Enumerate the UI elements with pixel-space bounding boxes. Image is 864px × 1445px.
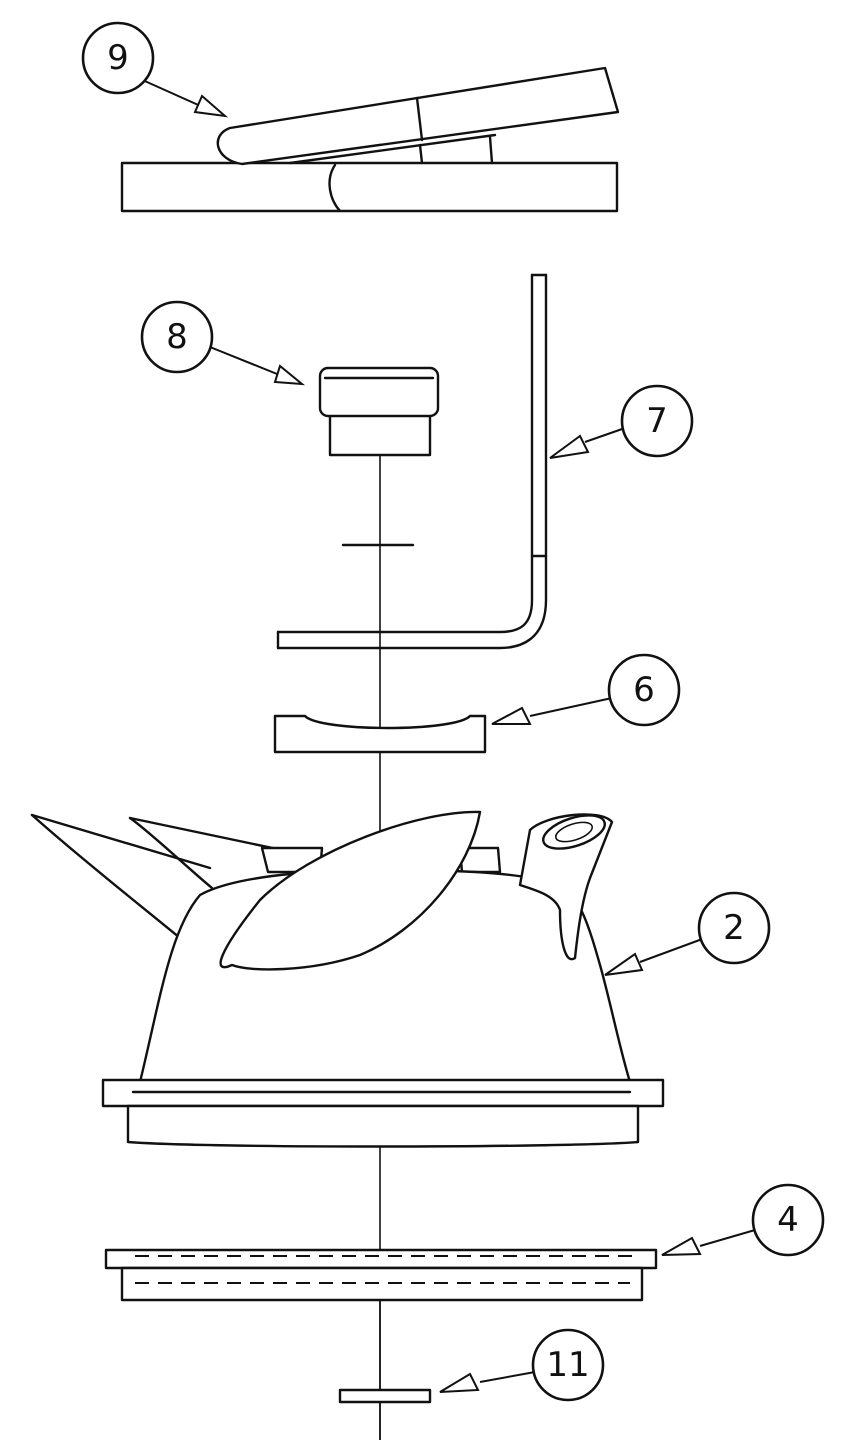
part-11-washer <box>338 1388 432 1404</box>
callout-9: 9 <box>81 21 229 118</box>
part-2-housing <box>30 810 665 1148</box>
part-7-l-rod <box>276 273 548 650</box>
callout-6-label: 6 <box>633 670 655 710</box>
callout-7-label: 7 <box>646 401 668 441</box>
part-6-saddle <box>273 714 487 754</box>
part-9-hinge-plate <box>120 66 620 213</box>
callout-2-label: 2 <box>723 908 745 948</box>
part-8-cap <box>318 366 440 547</box>
callout-7: 7 <box>549 384 694 459</box>
callout-9-label: 9 <box>107 38 129 78</box>
callout-4: 4 <box>661 1183 825 1257</box>
callout-4-label: 4 <box>777 1200 799 1240</box>
callout-8: 8 <box>140 300 306 386</box>
callout-8-label: 8 <box>166 317 188 357</box>
callout-6: 6 <box>491 653 681 727</box>
callout-11-label: 11 <box>546 1345 589 1385</box>
part-4-base-plate <box>104 1248 658 1440</box>
callout-11: 11 <box>439 1328 605 1402</box>
callout-2: 2 <box>604 891 771 976</box>
